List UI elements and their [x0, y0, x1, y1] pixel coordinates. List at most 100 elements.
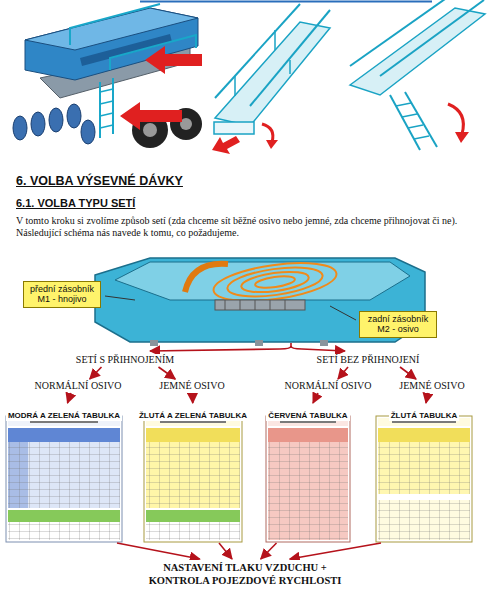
yellow-green-table — [146, 510, 240, 522]
flow-arrow — [313, 393, 318, 403]
hopper-illustration — [255, 340, 263, 346]
red-table — [268, 442, 348, 540]
hopper-illustration — [254, 274, 295, 289]
hopper-illustration — [185, 264, 228, 292]
walkway-illustration — [215, 22, 330, 126]
flow-label: NORMÁLNÍ OSIVO — [282, 380, 375, 392]
flow-label: JEMNÉ OSIVO — [156, 380, 227, 392]
ladder-illustration — [448, 104, 463, 134]
table-block: ŽLUTÁ TABULKA — [375, 404, 473, 542]
ladder-illustration — [405, 92, 437, 147]
hopper-illustration — [226, 262, 325, 301]
walkway-illustration — [266, 140, 278, 149]
red-table — [268, 442, 348, 540]
flow-label: NORMÁLNÍ OSIVO — [32, 380, 125, 392]
flow-label: JEMNÉ OSIVO — [396, 380, 467, 392]
yellow-table — [378, 428, 470, 442]
node-text: NORMÁLNÍ OSIVO — [285, 380, 372, 392]
node-text: MODRÁ A ZELENÁ TABULKA — [6, 411, 122, 421]
split-arrows — [150, 343, 291, 351]
node-text: ŽLUTÁ A ZELENÁ TABULKA — [137, 411, 249, 421]
hopper-illustration — [270, 300, 271, 310]
flow-arrow — [290, 543, 381, 559]
walkway-illustration — [289, 60, 291, 74]
walkway-illustration — [234, 76, 236, 96]
blue-green-table — [8, 428, 120, 442]
seed-drill-illustration — [100, 125, 113, 128]
seed-drill-illustration — [120, 102, 182, 130]
table-block: ŽLUTÁ A ZELENÁ TABULKA — [137, 404, 249, 542]
seed-drill-illustration — [67, 104, 81, 128]
hopper-illustration — [320, 340, 328, 346]
node-text: SETÍ S PŘIHNOJENÍM — [76, 354, 174, 366]
node-text: zadní zásobník M2 - osivo — [363, 314, 433, 335]
page-title: 6. VOLBA VÝSEVNÉ DÁVKY — [16, 174, 183, 188]
seed-drill-illustration — [13, 4, 202, 148]
blue-green-table — [6, 416, 122, 542]
hopper-illustration — [255, 300, 256, 310]
seed-drill-illustration — [145, 46, 202, 74]
node-text: NORMÁLNÍ OSIVO — [35, 380, 122, 392]
flow-arrow — [400, 367, 416, 379]
ladder-illustration — [380, 0, 484, 76]
flow-arrow — [159, 367, 176, 379]
seed-drill-illustration — [100, 101, 113, 104]
node-text: ČERVENÁ TABULKA — [266, 411, 349, 421]
paragraph: V tomto kroku si zvolíme způsob setí (zd… — [16, 215, 476, 239]
node-text: NASTAVENÍ TLAKU VZDUCHU + KONTROLA POJEZ… — [141, 561, 350, 587]
seed-drill-illustration — [31, 112, 45, 136]
blue-green-table — [6, 416, 122, 542]
node-text: JEMNÉ OSIVO — [159, 380, 224, 392]
seed-drill-illustration — [49, 108, 63, 132]
yellow-green-table — [160, 421, 226, 423]
yellow-table — [378, 442, 470, 494]
walkway-illustration — [274, 30, 276, 50]
seed-drill-illustration — [25, 8, 198, 80]
callout-box: přední zásobník M1 - hnojivo — [23, 281, 101, 308]
ladder-illustration — [455, 132, 469, 143]
seed-drill-illustration — [70, 4, 160, 45]
seed-drill-illustration — [143, 123, 157, 137]
red-table — [266, 416, 350, 542]
seed-drill-illustration — [100, 113, 113, 116]
node-text: přední zásobník M1 - hnojivo — [27, 284, 97, 305]
walkway-illustration — [212, 4, 330, 154]
red-table — [268, 428, 348, 442]
yellow-green-table — [144, 416, 242, 542]
yellow-green-table — [146, 442, 240, 508]
flow-arrow — [426, 393, 428, 403]
leader-line — [330, 306, 356, 320]
walkway-illustration — [215, 4, 300, 98]
yellow-table — [376, 416, 472, 542]
flow-arrow — [67, 393, 70, 403]
yellow-green-table — [146, 428, 240, 442]
split-arrows — [150, 343, 345, 351]
yellow-table — [376, 416, 472, 542]
blue-green-table — [8, 442, 120, 508]
hopper-illustration — [285, 300, 286, 310]
yellow-table — [378, 500, 470, 540]
yellow-table — [378, 500, 470, 540]
table-block: ČERVENÁ TABULKA — [265, 404, 351, 542]
hopper-illustration — [225, 300, 226, 310]
ladder-illustration — [390, 95, 420, 150]
top-rule — [140, 1, 432, 3]
red-table — [266, 416, 350, 542]
split-arrows — [291, 346, 345, 351]
seed-drill-illustration — [100, 89, 113, 92]
yellow-green-table — [146, 522, 240, 540]
walkway-illustration — [250, 10, 330, 106]
flow-arrow — [192, 393, 194, 403]
yellow-table — [392, 421, 456, 423]
table-block: MODRÁ A ZELENÁ TABULKA — [5, 404, 123, 542]
flow-arrow — [90, 367, 102, 379]
ladder-illustration — [414, 136, 429, 139]
blue-green-table — [30, 421, 98, 423]
ladder-illustration — [408, 125, 423, 128]
node-text: JEMNÉ OSIVO — [399, 380, 464, 392]
yellow-table — [378, 442, 470, 494]
hopper-illustration — [215, 300, 305, 310]
walkway-illustration — [214, 122, 254, 134]
